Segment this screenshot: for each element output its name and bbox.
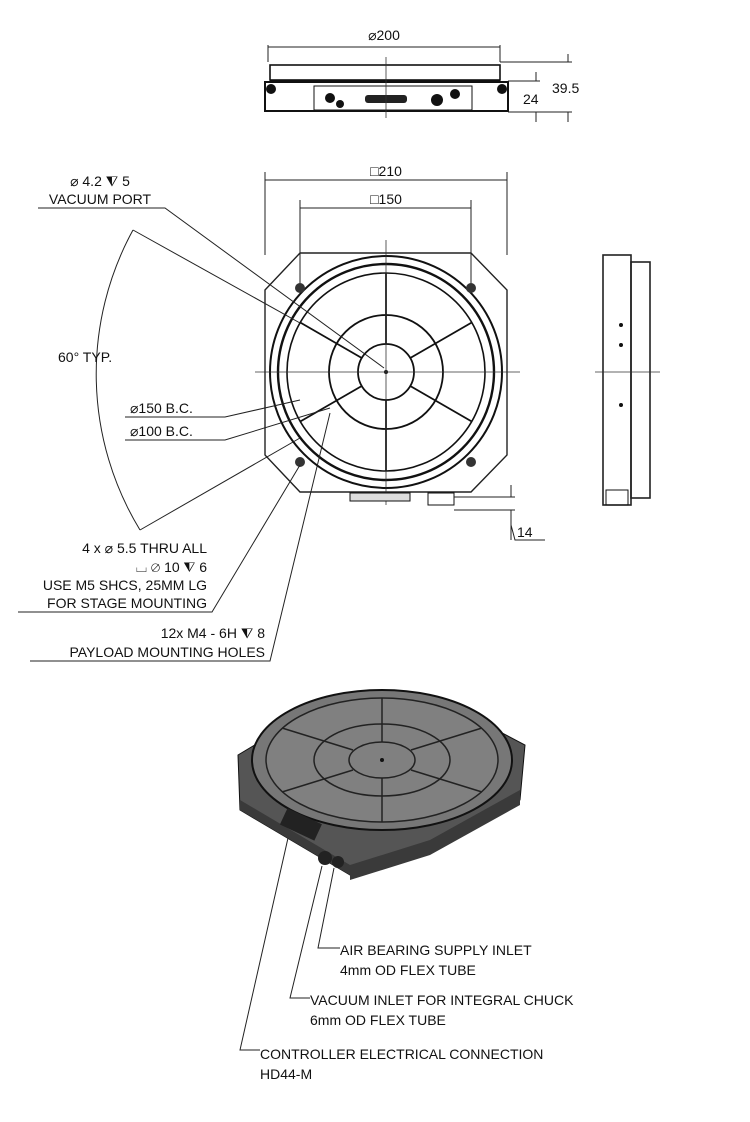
height-39-5-dimension: 39.5 bbox=[552, 80, 579, 96]
plan-view: □210 □150 14 ⌀ 4.2 ⧨ 5 VACUUM PORT 60° T… bbox=[38, 163, 545, 541]
vacuum-port-spec: ⌀ 4.2 ⧨ 5 bbox=[70, 173, 130, 189]
chuck-spoke bbox=[409, 321, 473, 359]
payload-note-1: 12x M4 - 6H ⧨ 8 bbox=[161, 625, 266, 641]
chuck-spoke bbox=[299, 321, 363, 359]
vacuum-port-label: VACUUM PORT bbox=[49, 191, 152, 207]
bc100-label: ⌀100 B.C. bbox=[130, 423, 193, 439]
mount-note-4: FOR STAGE MOUNTING bbox=[47, 595, 207, 611]
square-150-dimension: □150 bbox=[370, 191, 402, 207]
bc150-label: ⌀150 B.C. bbox=[130, 400, 193, 416]
side-view bbox=[595, 254, 660, 506]
chuck-spoke bbox=[409, 385, 473, 423]
offset-14-dimension: 14 bbox=[517, 524, 533, 540]
angle-label: 60° TYP. bbox=[58, 349, 112, 365]
front-view: ⌀200 24 39.5 bbox=[264, 27, 579, 122]
diameter-200-dimension: ⌀200 bbox=[368, 27, 400, 43]
isometric-view bbox=[237, 689, 526, 880]
mount-note-3: USE M5 SHCS, 25MM LG bbox=[43, 577, 207, 593]
controller-connection-label: CONTROLLER ELECTRICAL CONNECTION bbox=[260, 1046, 543, 1062]
air-inlet-spec: 4mm OD FLEX TUBE bbox=[340, 962, 476, 978]
vacuum-inlet-label: VACUUM INLET FOR INTEGRAL CHUCK bbox=[310, 992, 574, 1008]
iso-callouts: AIR BEARING SUPPLY INLET 4mm OD FLEX TUB… bbox=[239, 837, 574, 1082]
chuck-spoke bbox=[299, 385, 363, 423]
mount-note-2: ⌴ ⌀ 10 ⧨ 6 bbox=[136, 559, 207, 575]
payload-note-2: PAYLOAD MOUNTING HOLES bbox=[69, 644, 265, 660]
square-210-dimension: □210 bbox=[370, 163, 402, 179]
controller-connection-spec: HD44-M bbox=[260, 1066, 312, 1082]
mount-note-1: 4 x ⌀ 5.5 THRU ALL bbox=[82, 540, 207, 556]
vacuum-inlet-spec: 6mm OD FLEX TUBE bbox=[310, 1012, 446, 1028]
mounting-notes: 4 x ⌀ 5.5 THRU ALL ⌴ ⌀ 10 ⧨ 6 USE M5 SHC… bbox=[18, 412, 331, 662]
air-inlet-label: AIR BEARING SUPPLY INLET bbox=[340, 942, 532, 958]
height-24-dimension: 24 bbox=[523, 91, 539, 107]
